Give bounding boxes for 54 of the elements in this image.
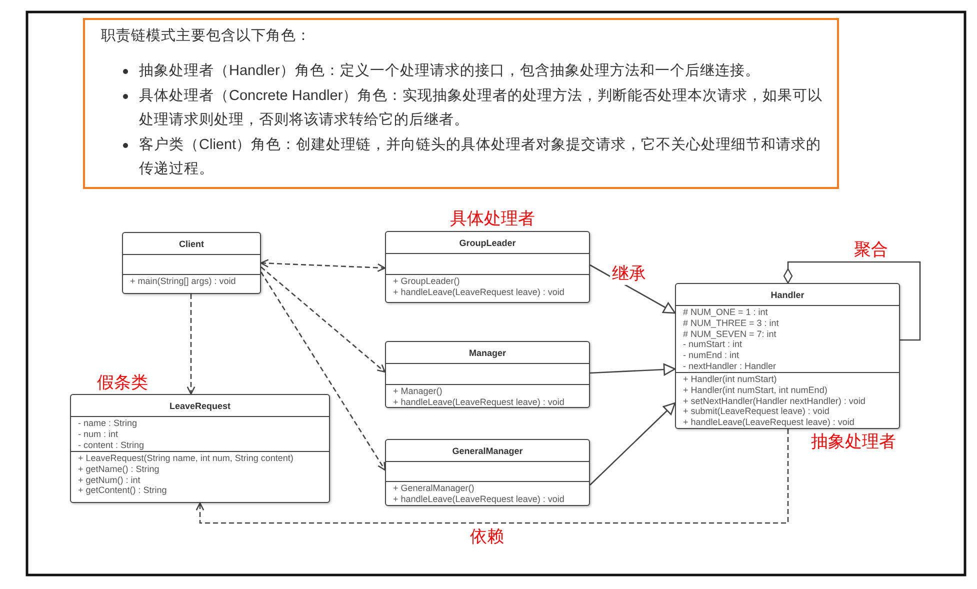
bullet-item: 抽象处理者（Handler）角色：定义一个处理请求的接口，包含抽象处理方法和一个后继连接。: [101, 59, 823, 84]
class-name: Handler: [770, 290, 804, 300]
attribute-text: - content : String: [78, 440, 146, 450]
method-text: + Handler(int numStart, int numEnd): [683, 384, 828, 396]
bullet-item: 客户类（Client）角色：创建处理链，并向链头的具体处理者对象提交请求，它不关心处理细节和请求的传递过程。: [101, 132, 823, 182]
annotation-text: 假条类: [97, 372, 148, 394]
class-name: Manager: [468, 348, 506, 358]
attribute-text: - name : String: [78, 418, 138, 429]
class-box: [675, 283, 900, 429]
attribute-text: - numStart : int: [683, 339, 744, 350]
dependency-arrow: [186, 294, 196, 395]
method-text: + handleLeave(LeaveRequest leave) : void: [393, 286, 566, 298]
note-box: [83, 18, 839, 189]
method-text: + main(String[] args) : void: [130, 276, 237, 287]
annotation-text: 抽象处理者: [811, 431, 896, 453]
method-text: + Manager(): [393, 386, 444, 397]
class-name: GroupLeader: [459, 238, 516, 248]
method-text: + getNum() : int: [78, 474, 142, 486]
method-text: + setNextHandler(Handler nextHandler) : void: [683, 396, 866, 406]
attribute-text: # NUM_SEVEN = 7: int: [683, 328, 778, 340]
aggregation-line: [783, 261, 921, 341]
class-box: [385, 341, 590, 408]
method-text: + GeneralManager(): [393, 483, 476, 494]
method-text: + Handler(int numStart): [683, 374, 778, 385]
bullet-item: 具体处理者（Concrete Handler）角色：实现抽象处理者的处理方法，判断能否处理本次请求，如果可以处理请求则处理，否则将该请求转给它的后继者。: [101, 84, 823, 132]
method-text: + submit(LeaveRequest leave) : void: [683, 406, 830, 418]
attribute-text: # NUM_ONE = 1 : int: [683, 307, 769, 318]
inheritance-arrow: [590, 363, 676, 376]
method-text: + handleLeave(LeaveRequest leave) : void: [393, 494, 566, 505]
method-text: + getContent() : String: [78, 485, 168, 496]
class-box: [70, 394, 330, 503]
class-box: [385, 439, 590, 506]
class-name: Client: [178, 238, 204, 248]
class-box: [385, 231, 590, 303]
attribute-text: - numEnd : int: [683, 350, 740, 361]
edge-label: 继承: [610, 262, 648, 285]
dependency-arrow: [260, 266, 386, 373]
method-text: + GroupLeader(): [393, 276, 461, 287]
attribute-text: # NUM_THREE = 3 : int: [683, 318, 780, 329]
method-text: + getName() : String: [78, 464, 160, 475]
heading-text: 职责链模式主要包含以下角色：: [101, 26, 312, 45]
class-box: [122, 232, 261, 294]
attribute-text: - nextHandler : Handler: [683, 360, 778, 372]
method-text: + LeaveRequest(String name, int num, String content): [78, 453, 294, 464]
class-name: GeneralManager: [452, 446, 523, 456]
attribute-text: - num : int: [78, 428, 120, 440]
dependency-arrow: [260, 259, 386, 272]
method-text: + handleLeave(LeaveRequest leave) : void: [393, 396, 566, 408]
method-text: + handleLeave(LeaveRequest leave) : void: [683, 417, 856, 428]
inheritance-arrow: [590, 402, 676, 486]
dependency-arrow: [260, 272, 386, 471]
dependency-arrow: [196, 429, 789, 524]
class-name: LeaveRequest: [169, 400, 231, 410]
annotation-text: 具体处理者: [450, 208, 535, 230]
